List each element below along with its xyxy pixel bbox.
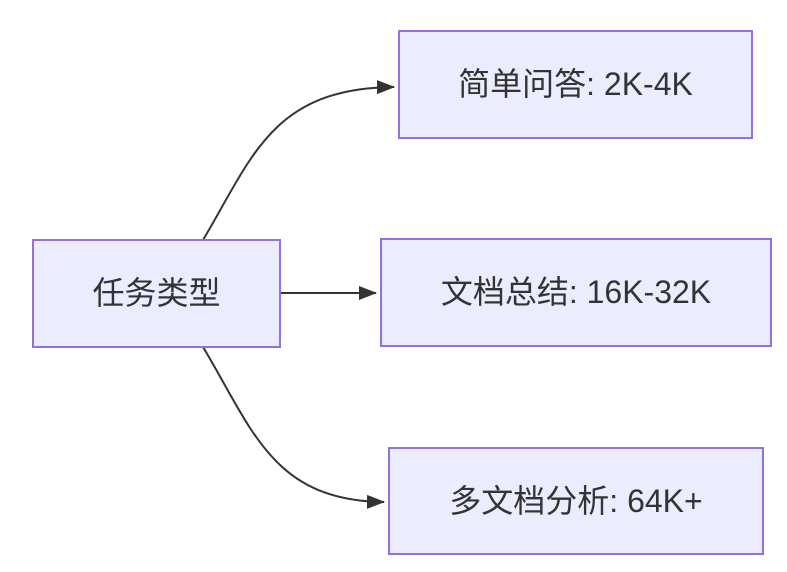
node-label: 文档总结: 16K-32K bbox=[440, 274, 712, 311]
node-label: 任务类型 bbox=[92, 275, 221, 312]
edge-task-type-to-simple-qa bbox=[202, 80, 395, 241]
node-simple-qa: 简单问答: 2K-4K bbox=[398, 30, 753, 139]
node-label: 多文档分析: 64K+ bbox=[449, 482, 703, 519]
node-task-type: 任务类型 bbox=[32, 239, 281, 348]
node-multi-doc-analysis: 多文档分析: 64K+ bbox=[388, 447, 764, 555]
node-label: 简单问答: 2K-4K bbox=[458, 66, 693, 103]
edge-task-type-to-multi-doc-analysis bbox=[202, 346, 385, 509]
node-doc-summary: 文档总结: 16K-32K bbox=[380, 238, 772, 347]
